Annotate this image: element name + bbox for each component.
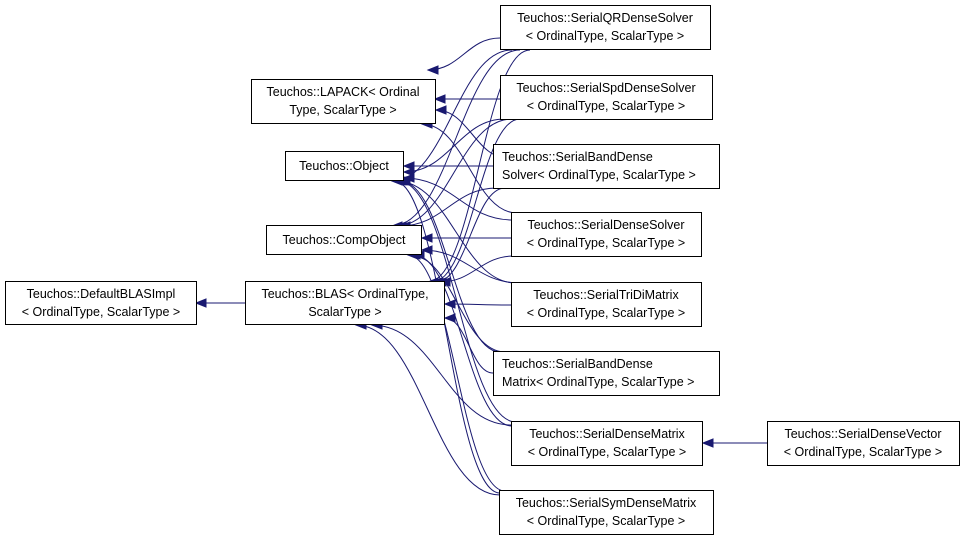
edge-serial-qr-dense-solver-to-lapack [427,37,501,71]
edge-serial-dense-solver-to-lapack [421,123,518,214]
arrowhead [402,167,415,177]
edge-serial-qr-dense-solver-to-comp-object [391,49,521,227]
arrowhead [434,105,447,115]
node-default-blas-impl-line2: < OrdinalType, ScalarType > [22,305,180,319]
node-serial-band-dense-solver-line1: Teuchos::SerialBandDense [502,150,653,164]
node-serial-qr-dense-solver-line2: < OrdinalType, ScalarType > [526,29,684,43]
arrowhead [194,298,207,308]
edge-serial-sym-dense-matrix-to-object [393,180,501,494]
node-serial-tridi-matrix-line2: < OrdinalType, ScalarType > [527,306,685,320]
node-object-line1: Teuchos::Object [299,159,389,173]
node-serial-band-dense-matrix-line1: Teuchos::SerialBandDense [502,357,653,371]
arrowhead [433,94,446,104]
node-serial-dense-matrix-line1: Teuchos::SerialDenseMatrix [529,427,685,441]
arrowhead [402,161,415,171]
edge-serial-tridi-matrix-to-object [395,180,517,284]
node-serial-dense-matrix-line2: < OrdinalType, ScalarType > [528,445,686,459]
node-serial-tridi-matrix[interactable]: Teuchos::SerialTriDiMatrix < OrdinalType… [511,282,702,327]
node-comp-object[interactable]: Teuchos::CompObject [266,225,422,255]
node-serial-band-dense-solver[interactable]: Teuchos::SerialBandDense Solver< Ordinal… [493,144,720,189]
edge-serial-tridi-matrix-to-comp-object [421,249,521,284]
node-serial-sym-dense-matrix[interactable]: Teuchos::SerialSymDenseMatrix < OrdinalT… [499,490,714,535]
node-serial-sym-dense-matrix-line2: < OrdinalType, ScalarType > [527,514,685,528]
node-serial-dense-solver-line1: Teuchos::SerialDenseSolver [527,218,684,232]
node-serial-dense-solver-line2: < OrdinalType, ScalarType > [527,236,685,250]
node-lapack[interactable]: Teuchos::LAPACK< Ordinal Type, ScalarTyp… [251,79,436,124]
node-serial-band-dense-solver-line2: Solver< OrdinalType, ScalarType > [502,168,696,182]
edge-serial-spd-dense-solver-to-comp-object [395,118,513,227]
node-lapack-line2: Type, ScalarType > [289,103,396,117]
edge-serial-dense-matrix-to-object [397,180,517,423]
node-serial-dense-vector-line1: Teuchos::SerialDenseVector [784,427,941,441]
edge-serial-sym-dense-matrix-to-blas [355,324,501,496]
node-serial-spd-dense-solver[interactable]: Teuchos::SerialSpdDenseSolver < OrdinalT… [500,75,713,120]
node-serial-dense-matrix[interactable]: Teuchos::SerialDenseMatrix < OrdinalType… [511,421,703,466]
arrowhead [426,65,439,75]
node-default-blas-impl-line1: Teuchos::DefaultBLASImpl [27,287,176,301]
edge-serial-dense-matrix-to-comp-object [413,254,513,427]
node-default-blas-impl[interactable]: Teuchos::DefaultBLASImpl < OrdinalType, … [5,281,197,325]
arrowhead [443,313,456,323]
node-blas-line2: ScalarType > [308,305,381,319]
node-object[interactable]: Teuchos::Object [285,151,404,181]
node-serial-band-dense-matrix[interactable]: Teuchos::SerialBandDense Matrix< Ordinal… [493,351,720,396]
node-lapack-line1: Teuchos::LAPACK< Ordinal [267,85,420,99]
node-serial-sym-dense-matrix-line1: Teuchos::SerialSymDenseMatrix [516,496,697,510]
node-serial-spd-dense-solver-line1: Teuchos::SerialSpdDenseSolver [516,81,695,95]
node-serial-tridi-matrix-line1: Teuchos::SerialTriDiMatrix [533,288,679,302]
node-serial-qr-dense-solver-line1: Teuchos::SerialQRDenseSolver [517,11,693,25]
node-serial-dense-vector-line2: < OrdinalType, ScalarType > [784,445,942,459]
node-comp-object-line1: Teuchos::CompObject [283,233,407,247]
node-serial-dense-solver[interactable]: Teuchos::SerialDenseSolver < OrdinalType… [511,212,702,257]
node-serial-spd-dense-solver-line2: < OrdinalType, ScalarType > [527,99,685,113]
node-serial-band-dense-matrix-line2: Matrix< OrdinalType, ScalarType > [502,375,694,389]
edge-serial-spd-dense-solver-to-blas [431,118,521,283]
edge-serial-dense-solver-to-object [403,177,514,221]
node-serial-dense-vector[interactable]: Teuchos::SerialDenseVector < OrdinalType… [767,421,960,466]
node-blas[interactable]: Teuchos::BLAS< OrdinalType, ScalarType > [245,281,445,325]
node-blas-line1: Teuchos::BLAS< OrdinalType, [261,287,428,301]
edge-serial-band-dense-matrix-to-object [399,180,501,353]
edge-serial-dense-matrix-to-blas [371,324,512,426]
node-serial-qr-dense-solver[interactable]: Teuchos::SerialQRDenseSolver < OrdinalTy… [500,5,711,50]
arrowhead [701,438,714,448]
edge-serial-band-dense-solver-to-comp-object [399,187,498,227]
edge-serial-sym-dense-matrix-to-comp-object [407,254,506,492]
